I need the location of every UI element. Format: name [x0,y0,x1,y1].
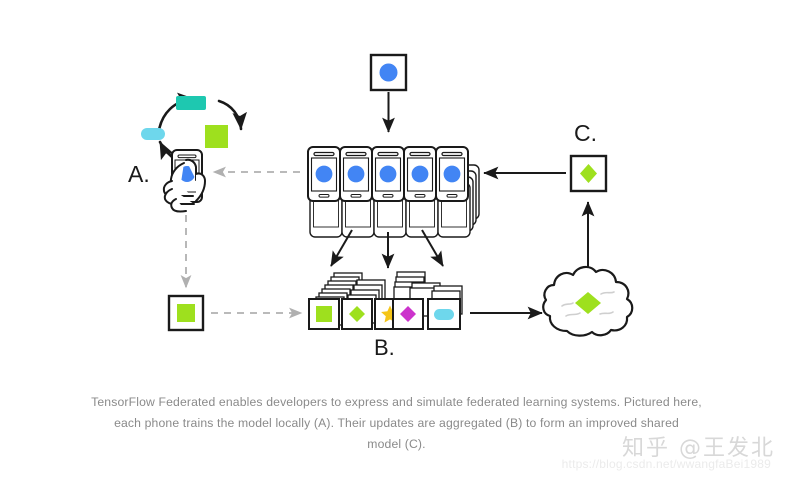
local-update-card [167,294,205,332]
label-b: B. [374,335,395,360]
device-phone-5 [435,146,469,202]
label-c: C. [574,120,597,146]
green-square-icon [316,306,332,322]
cycle-token-cyan-pill [141,128,165,140]
label-a: A. [128,161,150,187]
cycle-arrow-right [217,99,247,131]
global-model-card [369,53,408,92]
arrow-fleet-to-b-left [330,229,353,267]
section-a-local-training: A. [128,92,247,213]
watermark-handle: 知乎 @王发北 [622,436,775,461]
update-stack-cyan-pill [427,285,463,330]
magenta-diamond-icon [400,306,416,322]
phone-fleet [307,146,480,238]
device-phone-4 [403,146,437,202]
figure-caption: TensorFlow Federated enables developers … [0,392,793,455]
green-square-icon [177,304,195,322]
device-phone-3 [371,146,405,202]
arrow-fleet-to-b-right [421,229,444,267]
blue-circle-icon [379,63,398,82]
watermark-url: https://blog.csdn.net/wwangfaBei1989 [561,457,771,471]
update-stack-green-diamond [341,279,386,330]
cyan-pill-icon [434,309,454,320]
aggregation-cloud [542,265,634,337]
section-b-update-stacks: B. [308,271,463,360]
cycle-token-green-square [205,125,228,148]
green-diamond-icon [580,164,597,183]
green-diamond-icon [575,292,601,314]
caption-line-2: each phone trains the model locally (A).… [114,416,679,430]
green-diamond-icon [349,306,365,322]
device-phone-2 [339,146,373,202]
section-c-improved-model: C. [569,120,608,193]
cycle-token-teal-rect [176,96,206,110]
device-phone-1 [307,146,341,202]
caption-line-1: TensorFlow Federated enables developers … [91,395,702,409]
caption-line-3: model (C). [367,437,426,451]
